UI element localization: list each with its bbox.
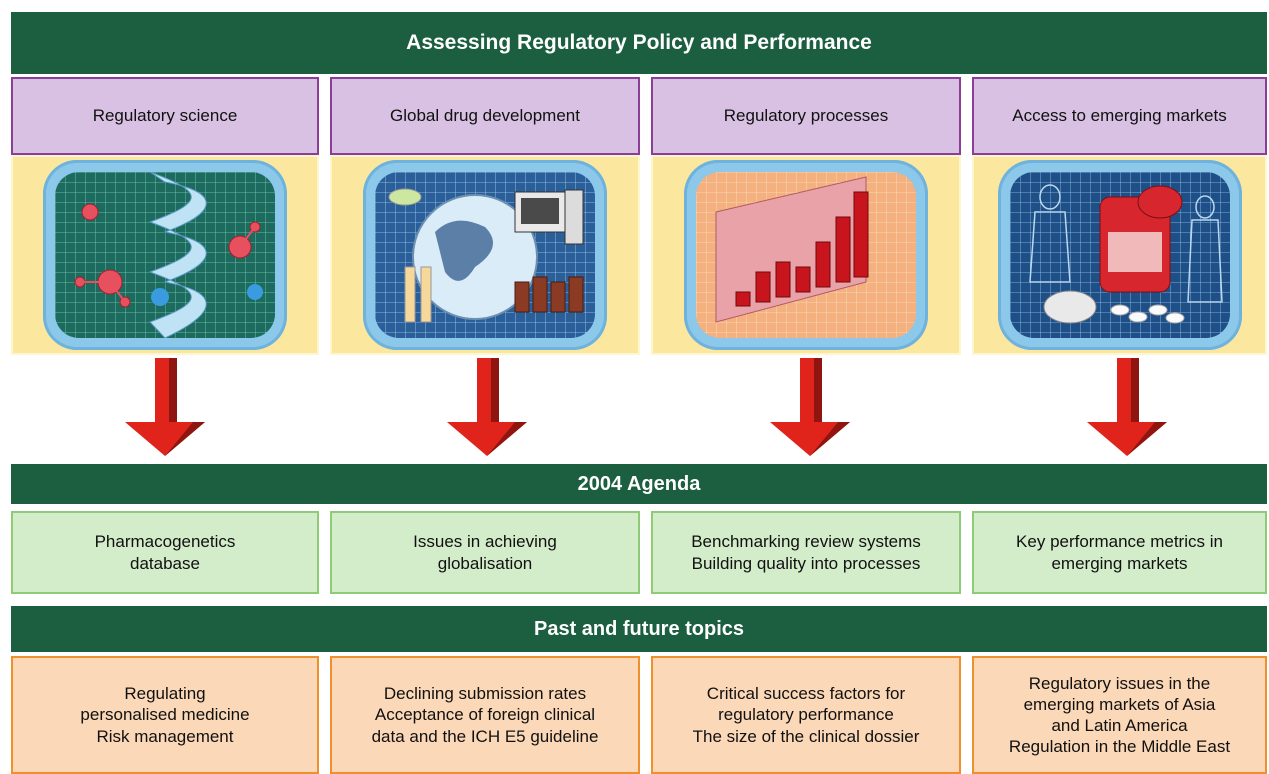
down-arrow-3 — [770, 358, 850, 456]
theme-global-drug-development: Global drug development — [330, 77, 640, 155]
past-line: Declining submission rates — [383, 684, 587, 704]
past-line: and Latin America — [1051, 716, 1188, 735]
past-future-banner: Past and future topics — [11, 606, 1267, 652]
agenda-line: Issues in achieving — [413, 532, 557, 552]
past-line: Regulation in the Middle East — [1008, 737, 1231, 757]
main-title-banner: Assessing Regulatory Policy and Performa… — [11, 12, 1267, 74]
down-arrow-2 — [447, 358, 527, 456]
past-line: Regulatory issues in the — [1028, 673, 1211, 693]
agenda-banner: 2004 Agenda — [11, 464, 1267, 504]
theme-regulatory-processes: Regulatory processes — [651, 77, 961, 155]
main-title: Assessing Regulatory Policy and Performa… — [406, 31, 872, 54]
past-line: data and the ICH E5 guideline — [371, 726, 599, 746]
past-line: Critical success factors for — [706, 684, 906, 704]
past-line: Risk management — [96, 726, 234, 746]
theme-label: Regulatory science — [92, 106, 238, 125]
theme-label: Global drug development — [390, 106, 580, 125]
agenda-heading: 2004 Agenda — [577, 472, 701, 495]
pill-bottle-anatomy-icon — [1009, 172, 1230, 338]
bar-chart-icon — [696, 172, 916, 338]
down-arrow-1 — [125, 358, 205, 456]
past-line: Acceptance of foreign clinical — [374, 705, 596, 725]
theme-access-emerging-markets: Access to emerging markets — [972, 77, 1267, 155]
agenda-line: Benchmarking review systems — [691, 532, 921, 552]
agenda-line: Key performance metrics in — [1016, 532, 1223, 552]
past-line: personalised medicine — [80, 705, 250, 725]
agenda-line: Building quality into processes — [691, 553, 921, 573]
past-future-heading: Past and future topics — [533, 617, 745, 640]
picture-panel-regulatory-science — [11, 155, 319, 355]
picture-panel-regulatory-processes — [651, 155, 961, 355]
past-line: The size of the clinical dossier — [692, 726, 920, 746]
theme-regulatory-science: Regulatory science — [11, 77, 319, 155]
globe-lab-computer-icon — [375, 172, 595, 338]
dna-molecule-icon — [55, 172, 275, 338]
agenda-line: Pharmacogenetics — [94, 532, 236, 552]
past-line: regulatory performance — [718, 705, 894, 725]
past-line: Regulating — [124, 684, 206, 704]
agenda-line: database — [130, 553, 200, 573]
theme-label: Regulatory processes — [723, 106, 889, 125]
picture-panel-global-drug-development — [330, 155, 640, 355]
theme-label: Access to emerging markets — [1012, 106, 1227, 125]
agenda-line: globalisation — [437, 553, 533, 573]
picture-panel-access-emerging-markets — [972, 155, 1267, 355]
down-arrow-4 — [1087, 358, 1167, 456]
past-line: emerging markets of Asia — [1023, 694, 1216, 714]
agenda-line: emerging markets — [1051, 553, 1188, 573]
